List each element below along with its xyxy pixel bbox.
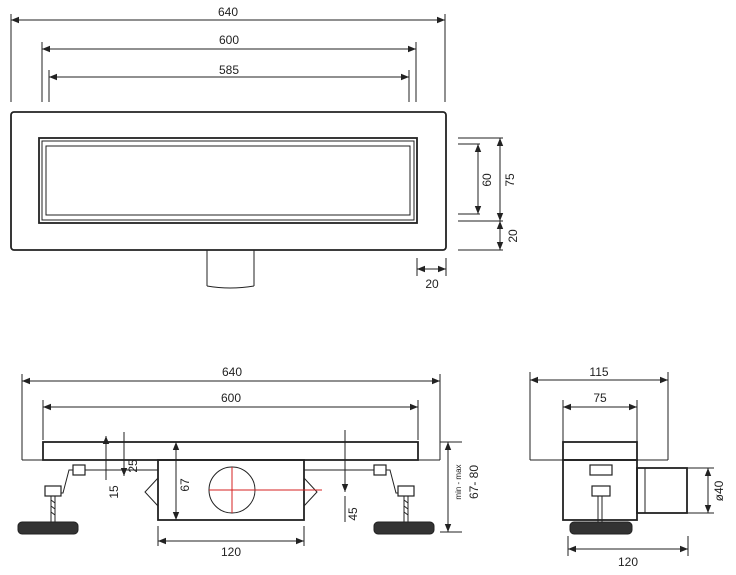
- dim-label-total-length-top: 640: [218, 5, 238, 19]
- dim-body-length-top: 600: [41, 33, 417, 102]
- dim-flange-depth: 25: [120, 432, 140, 476]
- dim-outlet-height: 45: [341, 430, 360, 522]
- end-cap-right: [303, 477, 318, 507]
- left-leveling-foot: [17, 464, 158, 535]
- dim-label-base-width-side: 120: [618, 555, 638, 569]
- dim-label-outlet-diameter: ø40: [712, 480, 726, 501]
- dim-label-total-length-front: 640: [222, 365, 242, 379]
- dim-flange-side: 20: [416, 258, 447, 291]
- grate-inner: [45, 145, 411, 216]
- flange-side: [562, 441, 638, 461]
- front-view: 640 600: [17, 365, 481, 559]
- dim-outlet-width: 120: [157, 526, 305, 559]
- right-leveling-foot: [304, 464, 435, 535]
- dim-label-grate-length-top: 585: [219, 63, 239, 77]
- dim-bracket-height: 15: [102, 436, 121, 499]
- dim-total-length-top: 640: [10, 5, 446, 102]
- outlet-pipe-side: [636, 467, 688, 514]
- outlet-pipe-top: [206, 250, 255, 289]
- top-view: 640 600 585 60: [10, 5, 520, 291]
- dim-label-total-width-side: 115: [589, 365, 608, 379]
- dim-label-outlet-height: 45: [346, 507, 360, 521]
- dim-label-outlet-width: 120: [221, 545, 241, 559]
- dim-grate-length-top: 585: [48, 63, 410, 102]
- left-foot-pad: [17, 521, 79, 535]
- dim-flange: 20: [458, 221, 520, 251]
- dim-base-width-side: 120: [567, 536, 689, 569]
- channel-opening: [38, 137, 418, 224]
- side-view: 115 75 ø40 120: [529, 365, 726, 569]
- grate-outer: [41, 140, 415, 221]
- dim-label-body-length-front: 600: [221, 391, 241, 405]
- dim-body-width: 75: [458, 137, 517, 222]
- dim-label-bracket-height: 15: [107, 485, 121, 499]
- dim-label-flange: 20: [506, 229, 520, 243]
- dim-label-flange-side: 20: [425, 277, 439, 291]
- dim-label-flange-depth: 25: [126, 459, 140, 473]
- dim-height-range: min - max 67- 80: [440, 441, 481, 533]
- foot-pad-side: [569, 521, 633, 535]
- bolt-nut-side: [591, 485, 611, 497]
- flange-plate: [10, 111, 447, 251]
- dim-channel-width-side: 75: [562, 391, 638, 442]
- dim-body-length-front: 600: [42, 391, 419, 440]
- dim-body-height: 67: [172, 442, 192, 520]
- end-cap-left: [144, 477, 159, 507]
- dim-total-width-side: 115: [529, 365, 669, 460]
- dim-label-height-range: 67- 80: [467, 465, 481, 499]
- dim-label-channel-width-side: 75: [593, 391, 607, 405]
- dim-label-body-height: 67: [178, 478, 192, 492]
- flange-plate-front: [42, 441, 419, 461]
- right-foot-pad: [373, 521, 435, 535]
- dim-label-height-range-caption: min - max: [454, 464, 463, 499]
- dim-total-length-front: 640: [21, 365, 441, 460]
- siphon-top: [589, 464, 613, 476]
- dim-grate-width: 60: [458, 143, 494, 215]
- dim-label-body-width: 75: [503, 173, 517, 187]
- dim-label-body-length-top: 600: [219, 33, 239, 47]
- dim-outlet-diameter: ø40: [687, 467, 726, 514]
- dim-label-grate-width: 60: [480, 173, 494, 187]
